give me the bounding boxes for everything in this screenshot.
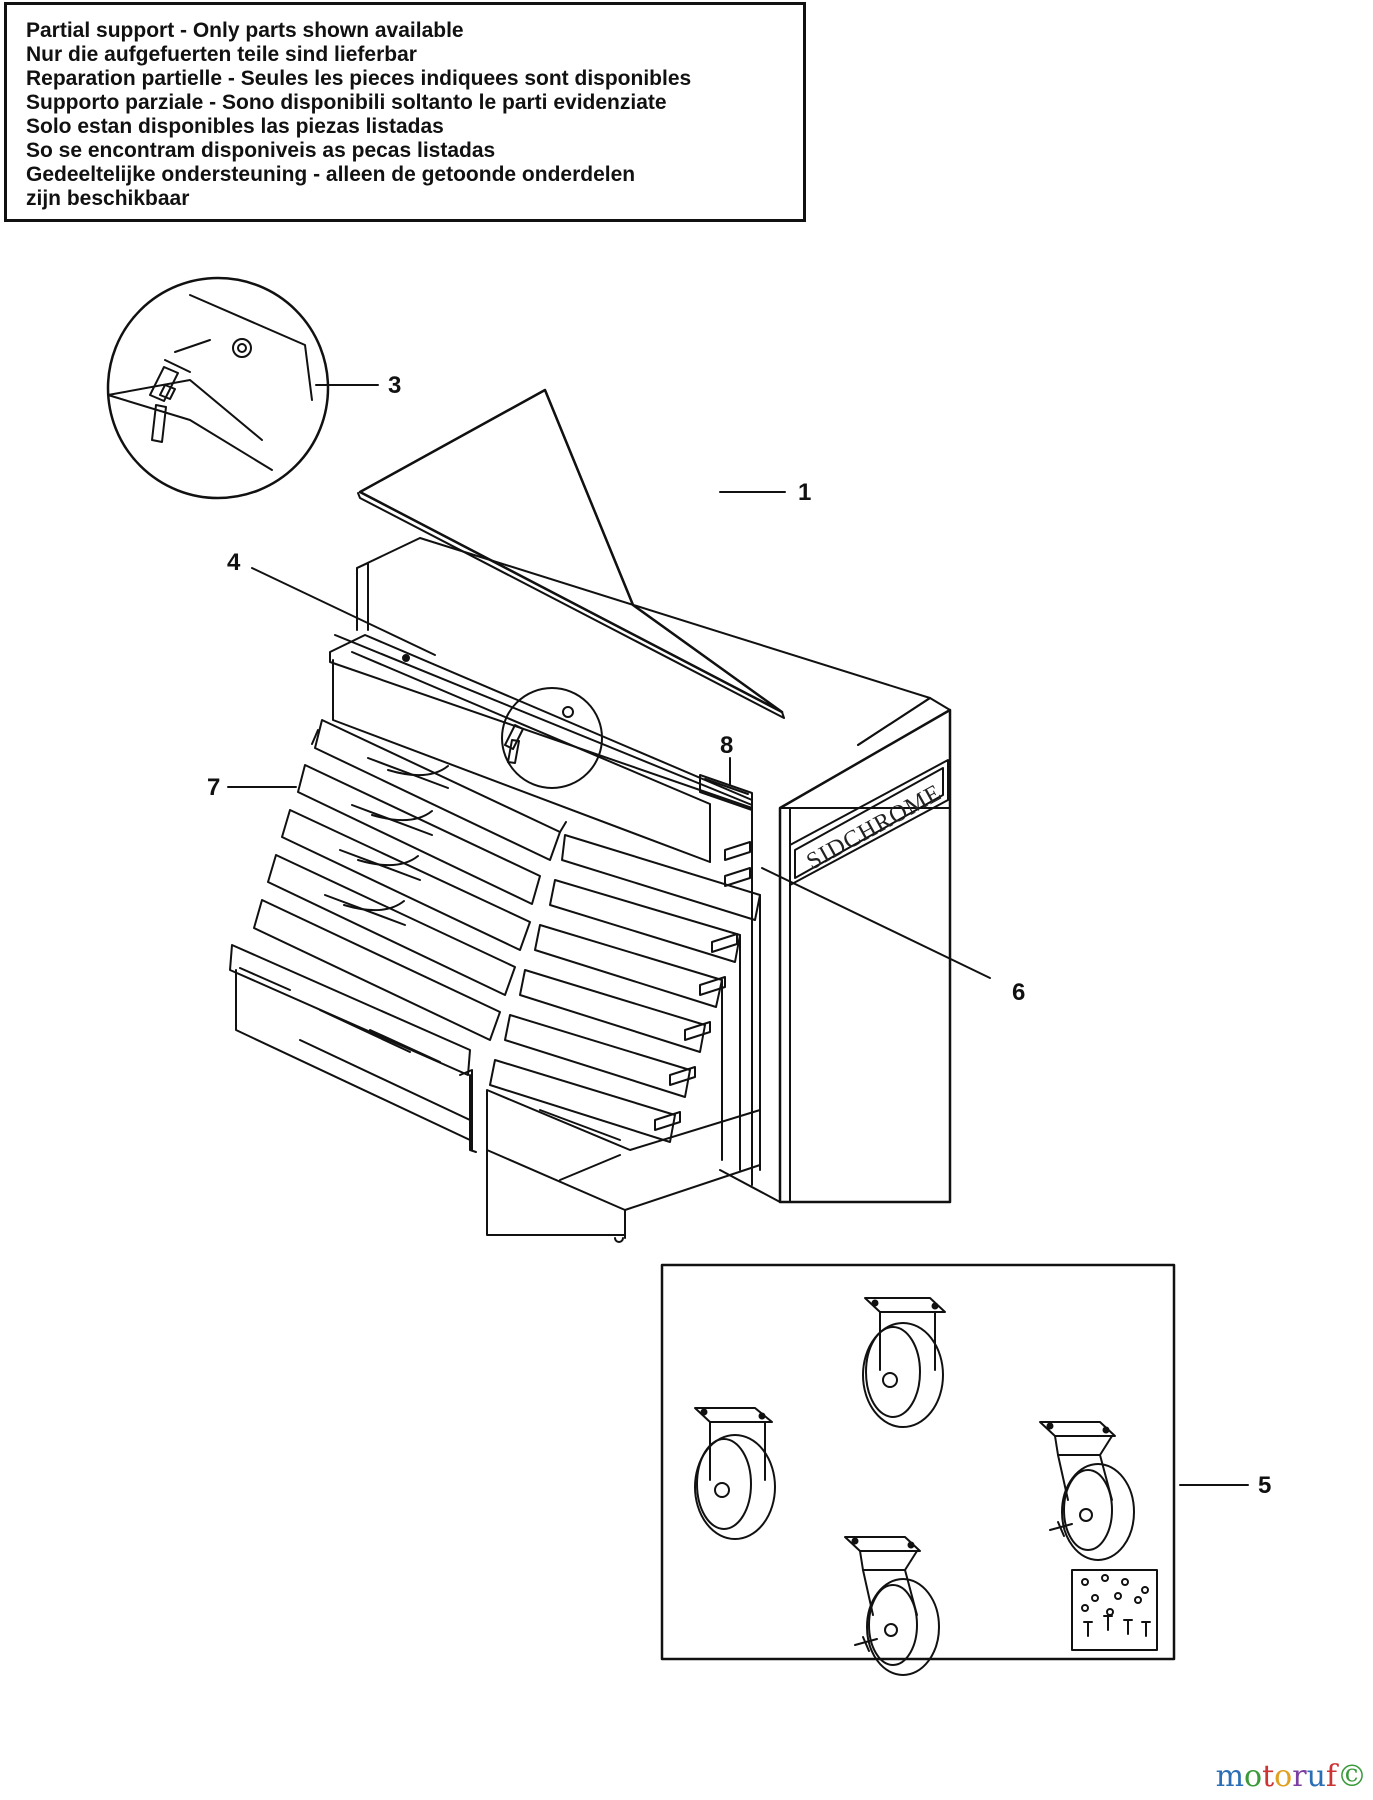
notice-line: Reparation partielle - Seules les pieces… <box>26 67 692 90</box>
notice-line: zijn beschikbaar <box>26 187 190 210</box>
top-tray-drawer <box>329 634 753 863</box>
callout-6: 6 <box>1012 979 1025 1006</box>
swivel-brake-castor <box>1039 1421 1135 1561</box>
callout-4: 4 <box>227 549 241 576</box>
fastener-kit <box>1071 1569 1158 1651</box>
castor-kit-box <box>660 1263 1249 1676</box>
callout-3: 3 <box>388 372 401 399</box>
notice-line: Solo estan disponibles las piezas listad… <box>26 115 444 138</box>
callout-1: 1 <box>798 479 811 506</box>
notice-line: Partial support - Only parts shown avail… <box>26 19 464 42</box>
leader-line-6 <box>761 867 991 979</box>
tool-cabinet: SIDCHROME <box>227 537 991 1243</box>
notice-line: Gedeeltelijke ondersteuning - alleen de … <box>26 163 636 186</box>
partial-support-notice: Partial support - Only parts shown avail… <box>4 2 806 222</box>
callout-8: 8 <box>720 732 733 759</box>
callout-7: 7 <box>207 774 220 801</box>
notice-line: So se encontram disponiveis as pecas lis… <box>26 139 496 162</box>
leader-line-4 <box>251 567 436 656</box>
top-mat <box>357 388 786 719</box>
notice-line: Nur die aufgefuerten teile sind lieferba… <box>26 43 417 66</box>
fixed-castor <box>694 1407 776 1540</box>
callout-5: 5 <box>1258 1472 1271 1499</box>
swivel-brake-castor <box>844 1536 940 1676</box>
watermark-logo: motoruf© <box>1215 1759 1367 1794</box>
notice-line: Supporto parziale - Sono disponibili sol… <box>26 91 667 114</box>
left-drawer-stack <box>229 719 567 1153</box>
lock-detail-magnifier <box>106 276 379 500</box>
fixed-castor <box>862 1297 946 1428</box>
right-drawer-stack <box>486 834 761 1243</box>
